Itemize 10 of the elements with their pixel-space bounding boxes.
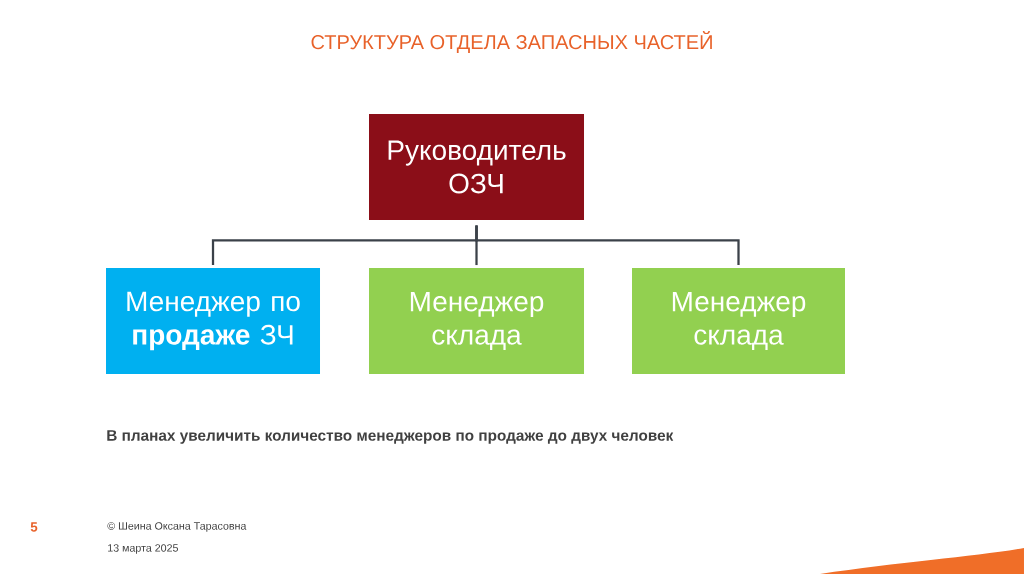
footer-text: © Шеина Оксана Тарасовна xyxy=(107,522,247,532)
page-number: 5 xyxy=(30,522,38,532)
org-box: Менеджер склада xyxy=(632,268,845,374)
footer-date: 13 марта 2025 xyxy=(108,544,178,554)
org-box: Менеджер по продаже ЗЧ xyxy=(106,268,320,374)
org-box: Менеджер склада xyxy=(369,268,584,374)
title: СТРУКТУРА ОТДЕЛА ЗАПАСНЫХ ЧАСТЕЙ xyxy=(311,30,712,53)
note-text: В планах увеличить количество менеджеров по продаже до двух человек xyxy=(107,430,674,444)
connector xyxy=(475,225,740,266)
org-box: Руководитель ОЗЧ xyxy=(369,114,584,220)
